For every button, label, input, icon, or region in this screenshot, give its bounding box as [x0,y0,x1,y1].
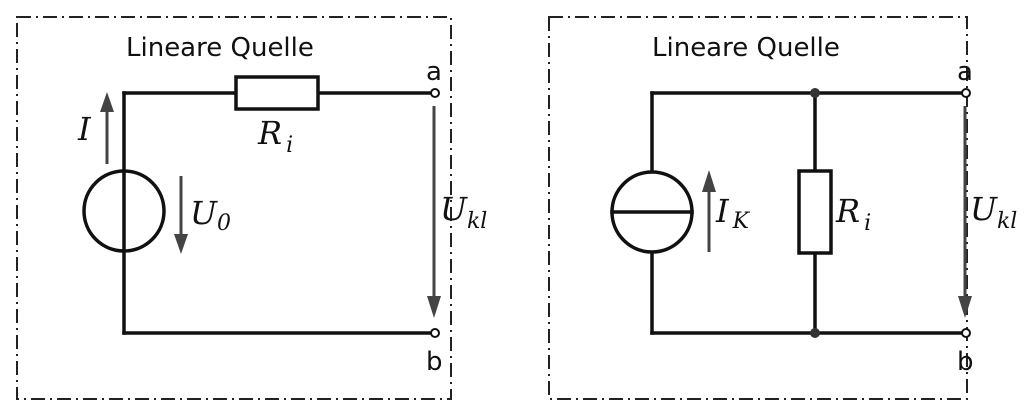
junction-bottom [810,328,820,338]
source-voltage-label: U0 [190,194,231,236]
output-voltage-label: Ukl [440,190,487,234]
voltage-source-symbol [82,169,166,253]
left-terminal-a [430,88,440,98]
right-terminal-a [961,88,971,98]
left-terminal-b [430,328,440,338]
current-label: I [77,110,92,148]
current-arrow-up [100,92,114,164]
right-terminal-b-label: b [957,347,974,377]
source-voltage-arrow-down [174,176,188,254]
junction-top [810,88,820,98]
right-terminal-a-label: a [957,57,973,87]
internal-resistor [234,75,320,111]
parallel-resistor [797,169,833,255]
left-panel-title: Lineare Quelle [126,33,314,63]
right-panel-title: Lineare Quelle [652,33,840,63]
right-boundary-box [548,16,968,400]
right-output-voltage-label: Ukl [970,190,1017,234]
right-terminal-b [961,328,971,338]
left-terminal-b-label: b [426,347,443,377]
left-boundary-box [16,16,452,400]
left-terminal-a-label: a [426,57,442,87]
output-voltage-arrow-down [427,106,441,318]
source-current-arrow-up [702,170,716,252]
current-source-symbol [610,170,694,254]
right-output-voltage-arrow-down [958,106,972,318]
